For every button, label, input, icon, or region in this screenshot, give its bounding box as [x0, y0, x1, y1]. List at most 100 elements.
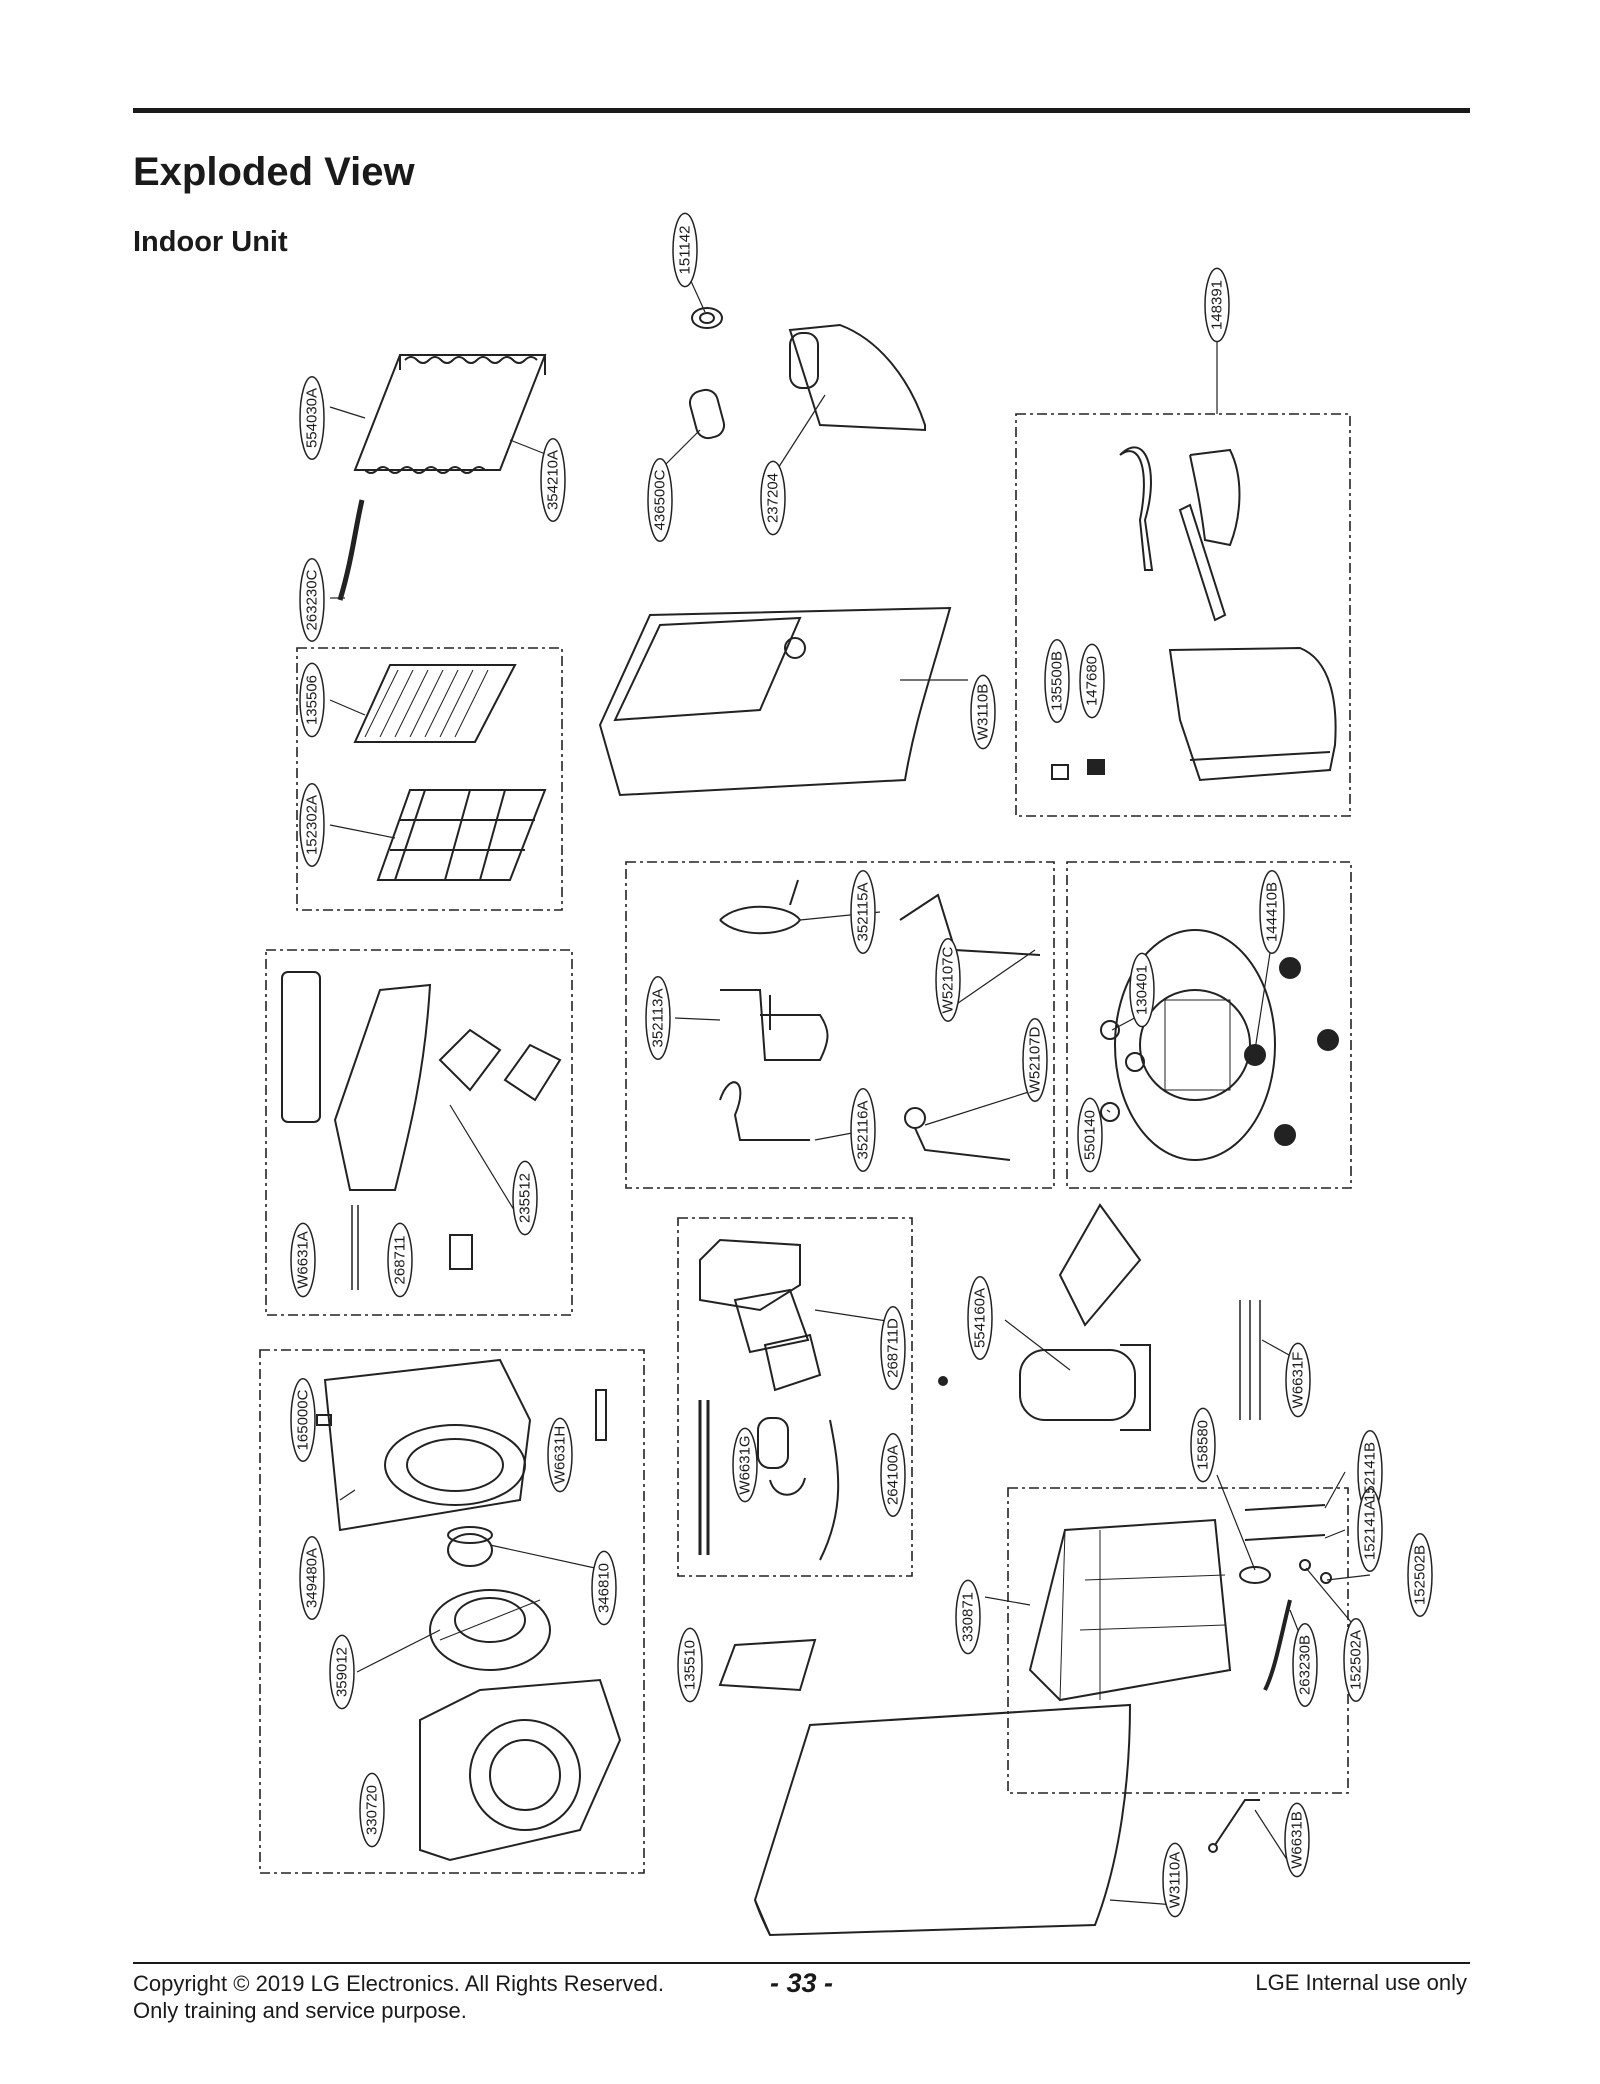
part-number-label: W6631G: [737, 1435, 754, 1494]
part-number-label: 235512: [517, 1173, 534, 1223]
drain-hose-263230c: [337, 499, 365, 601]
part-drawings: [281, 307, 1339, 1937]
part-number-label: 165000C: [295, 1389, 312, 1450]
capacitor-554160a: [1019, 1344, 1151, 1431]
part-label-oval: [760, 460, 786, 536]
part-number-label: 359012: [334, 1647, 351, 1697]
part-label-oval: [1259, 870, 1285, 954]
part-number-label: 268711: [392, 1236, 409, 1285]
part-label-oval: [591, 1550, 617, 1626]
part-label-oval: [512, 1160, 538, 1236]
control-panel-235512: [281, 971, 562, 1191]
copyright-text: Copyright © 2019 LG Electronics. All Rig…: [133, 1971, 665, 1996]
part-number-label: 151142: [677, 226, 694, 275]
part-w6631h: [595, 1389, 607, 1441]
part-label-oval: [1284, 1802, 1310, 1878]
part-label-oval: [1407, 1533, 1433, 1617]
float-158580: [1239, 1566, 1271, 1584]
part-label-oval: [1079, 643, 1105, 719]
part-label-oval: [880, 1433, 906, 1517]
part-135510: [718, 1638, 817, 1692]
part-label-oval: [850, 870, 876, 954]
part-number-label: 152141A: [1362, 1500, 1379, 1560]
front-panel-w3110a: [753, 1703, 1132, 1937]
part-label-oval: [299, 662, 325, 738]
page-number: - 33 -: [770, 1968, 834, 1998]
part-number-label: 264100A: [885, 1445, 902, 1505]
part-label-oval: [1190, 1407, 1216, 1483]
part-number-label: 550140: [1082, 1110, 1099, 1160]
assembly-group-frames: [259, 413, 1352, 1874]
clip-147680: [1087, 759, 1105, 775]
ferrite-core: [757, 1417, 806, 1496]
part-number-label: 152302A: [304, 795, 321, 855]
handle-assembly-148391: [1119, 446, 1241, 622]
part-label-oval: [387, 1222, 413, 1298]
part-label-oval: [647, 458, 673, 542]
page-title: Exploded View: [133, 150, 415, 194]
part-label-oval: [359, 1772, 385, 1848]
part-label-oval: [329, 1634, 355, 1710]
part-number-label: 354210A: [545, 450, 562, 510]
base-assembly-330871: [1028, 1518, 1232, 1702]
part-number-label: W6631A: [295, 1231, 312, 1289]
clip-135500b: [1051, 764, 1069, 780]
part-number-label: W6631F: [1290, 1352, 1307, 1409]
group-frame-148391: [1015, 413, 1351, 817]
part-number-label: 330720: [364, 1785, 381, 1835]
part-number-label: 147680: [1084, 656, 1101, 706]
part-label-oval: [1044, 639, 1070, 723]
internal-use-text: LGE Internal use only: [1255, 1970, 1467, 1995]
refrigerant-tubes: [719, 879, 1041, 1161]
part-label-oval: [299, 558, 325, 642]
part-number-label: 135510: [682, 1640, 699, 1690]
knob-151142: [691, 307, 723, 329]
part-number-label: 135500B: [1049, 651, 1066, 711]
clip-165000c: [316, 1414, 332, 1426]
part-label-oval: [290, 1378, 316, 1462]
part-number-label: 436500C: [652, 469, 669, 530]
part-number-label: W52107D: [1027, 1026, 1044, 1093]
part-label-oval: [850, 1088, 876, 1172]
group-frame-tubes: [625, 861, 1055, 1189]
part-label-oval: [732, 1427, 758, 1503]
part-number-label: 158580: [1195, 1420, 1212, 1470]
fan-housing-349480a: [323, 1358, 532, 1532]
header-rule: [133, 108, 1470, 113]
part-label-oval: [1077, 1097, 1103, 1173]
part-label-oval: [970, 674, 996, 750]
part-label-oval: [880, 1306, 906, 1390]
part-label-oval: [540, 438, 566, 522]
part-number-label: 130401: [1134, 965, 1151, 1015]
purpose-text: Only training and service purpose.: [133, 1998, 467, 2023]
part-number-label: W3110A: [1167, 1852, 1184, 1908]
part-number-label: 349480A: [304, 1548, 321, 1608]
cabinet-w3110b: [598, 606, 952, 797]
side-cover-148391: [1168, 646, 1337, 782]
part-number-label: 268711D: [885, 1318, 902, 1378]
bars-152141: [1244, 1504, 1326, 1541]
part-number-label: 346810: [596, 1563, 613, 1613]
part-label-oval: [547, 1417, 573, 1493]
part-label-oval: [1343, 1618, 1369, 1702]
part-label-oval: [1292, 1623, 1318, 1707]
part-number-label: W52107C: [940, 946, 957, 1013]
part-number-label: 135506: [304, 675, 321, 725]
part-label-oval: [290, 1222, 316, 1298]
part-number-label: 237204: [765, 473, 782, 523]
part-label-oval: [1129, 952, 1155, 1028]
filter-135506: [353, 664, 517, 743]
part-number-label: 152502B: [1412, 1545, 1429, 1605]
part-label-oval: [299, 783, 325, 867]
part-label-ovals: [290, 212, 1433, 1918]
part-label-oval: [299, 376, 325, 460]
part-number-label: 263230C: [304, 569, 321, 630]
pcb-assembly-268711d: [699, 1238, 822, 1392]
motor-assembly-144410b: [1100, 929, 1339, 1161]
part-label-oval: [967, 1276, 993, 1360]
footer-rule: [133, 1962, 1470, 1964]
evaporator-coil-drawing: [353, 354, 547, 474]
part-label-oval: [299, 1536, 325, 1620]
part-label-oval: [935, 938, 961, 1022]
